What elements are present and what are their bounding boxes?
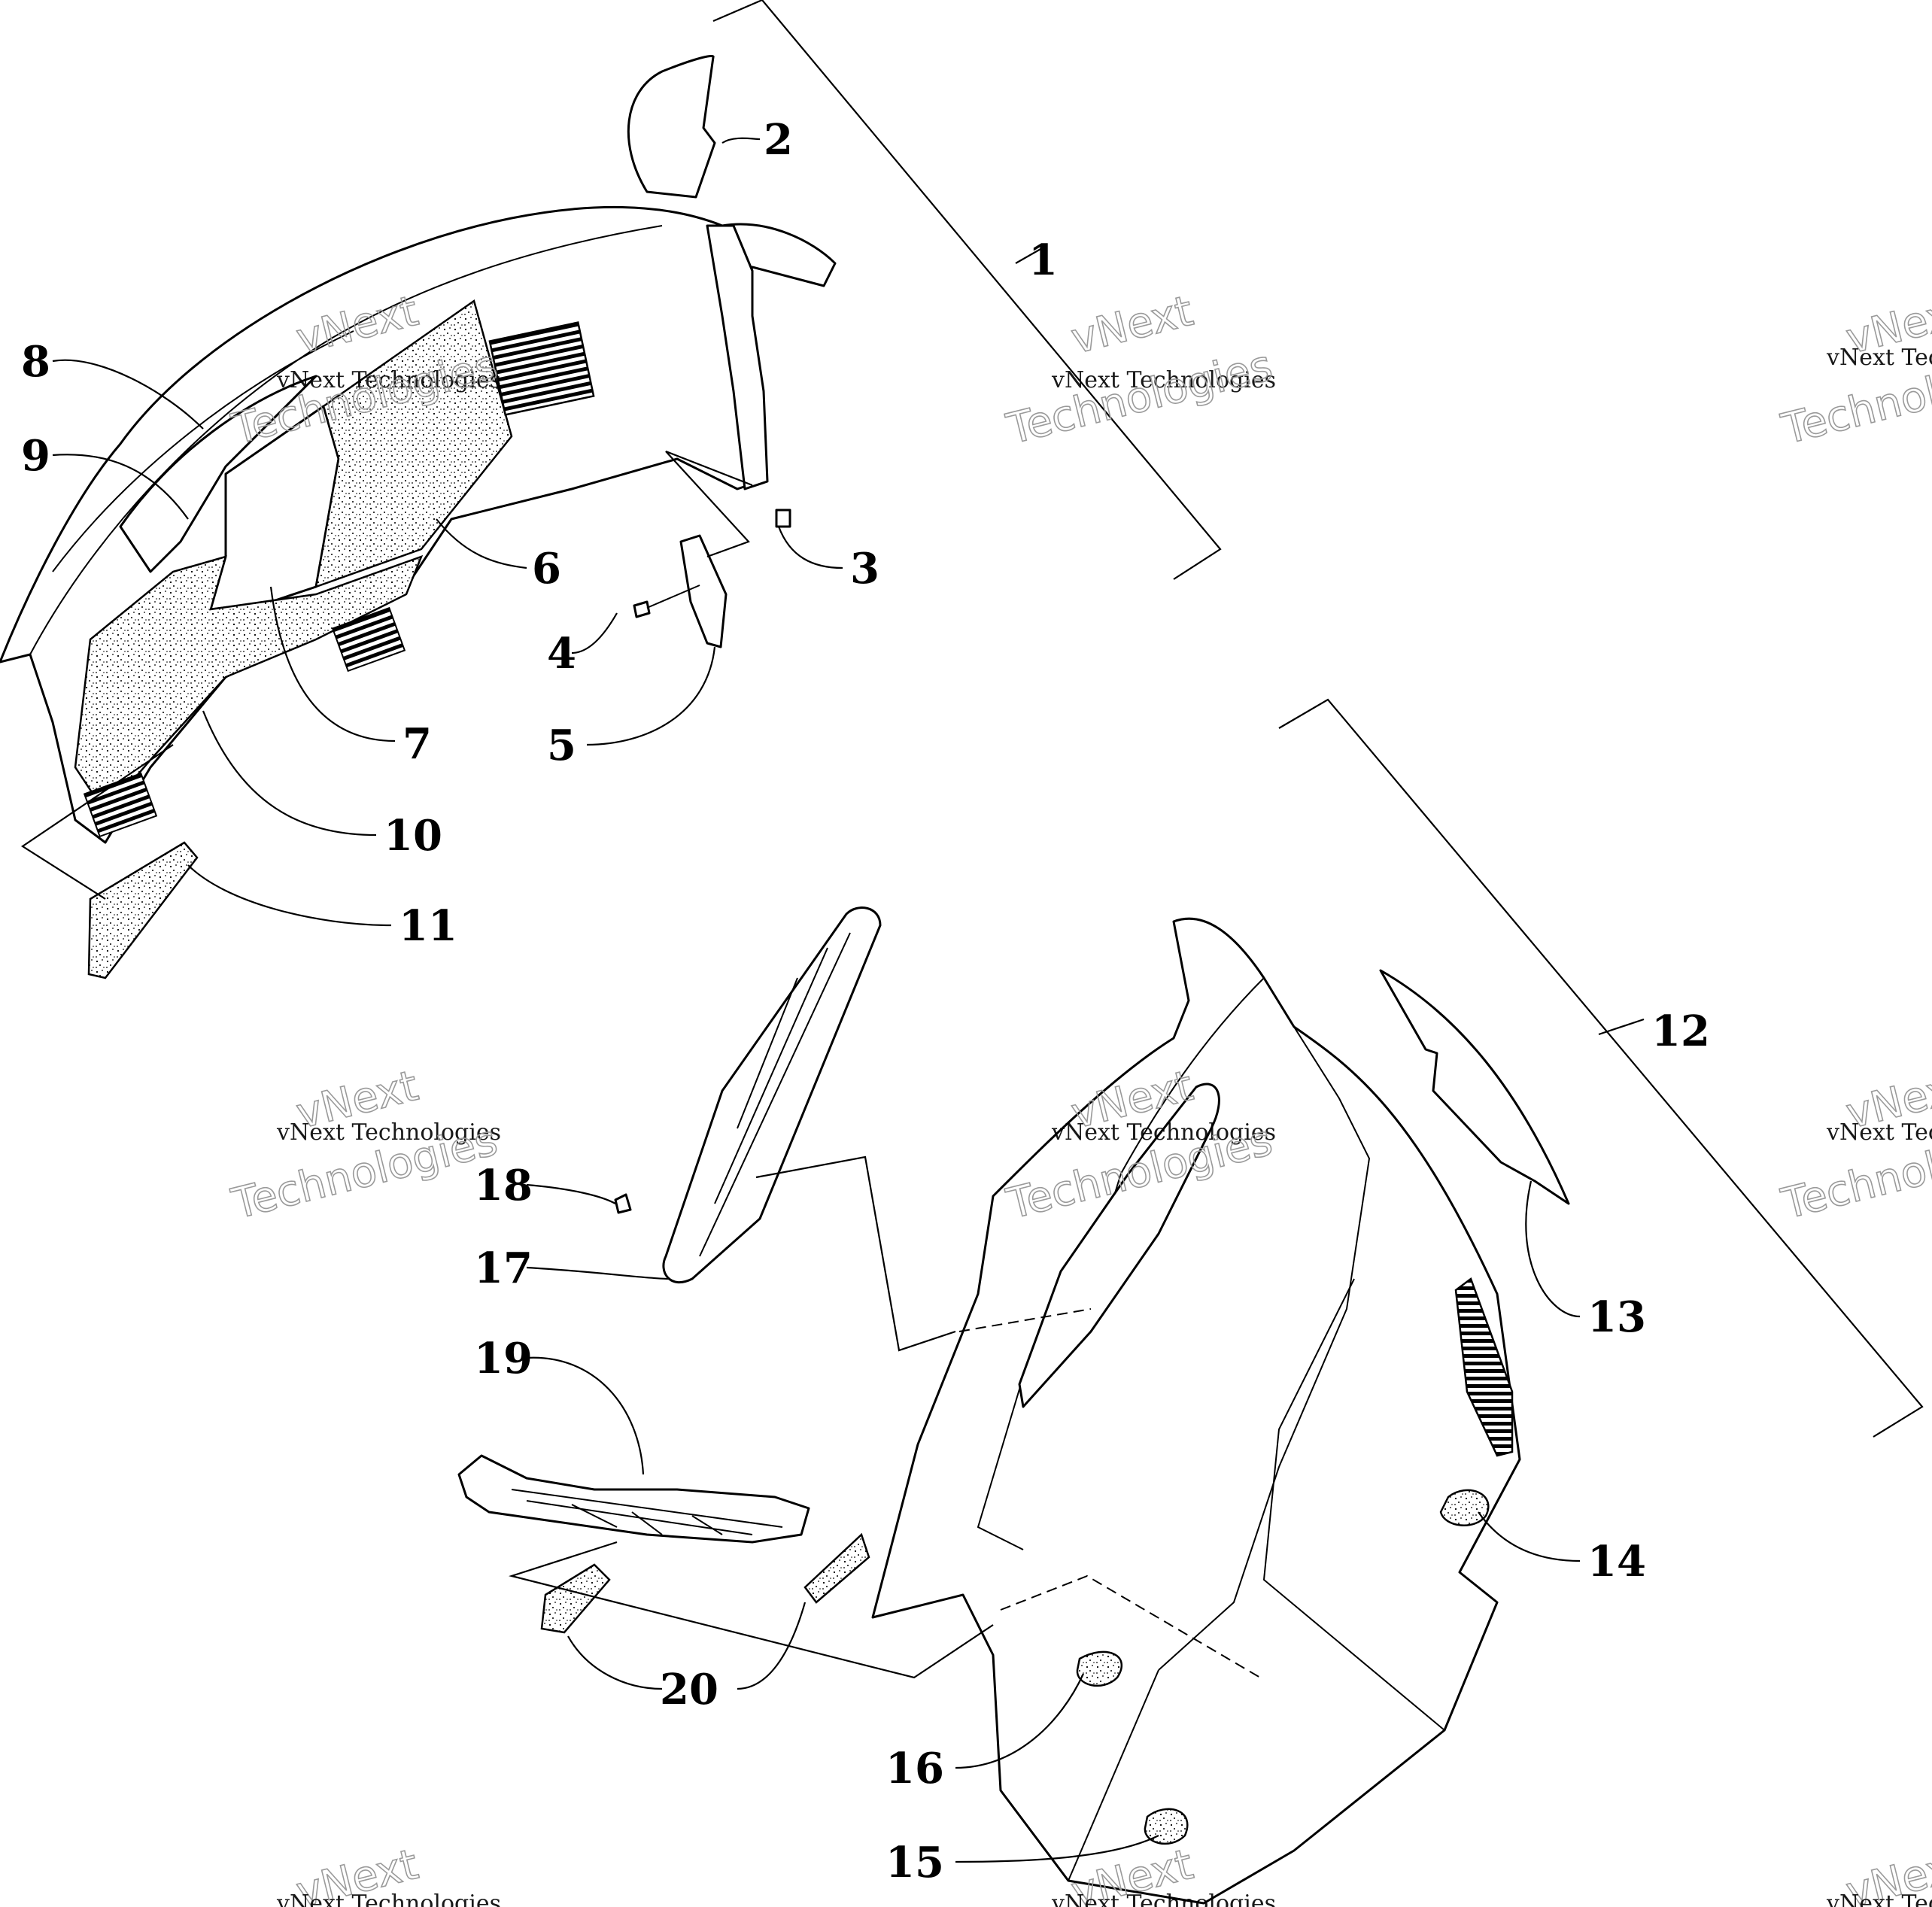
bracket-1 — [712, 0, 1222, 580]
callout-16: 16 — [886, 1744, 944, 1793]
clip-18-part — [614, 1193, 632, 1214]
foam-patch-15 — [1144, 1808, 1189, 1845]
callout-8: 8 — [21, 337, 50, 387]
callout-5: 5 — [547, 721, 576, 770]
windshield-part — [627, 54, 716, 199]
air-duct-part — [457, 1454, 810, 1544]
hood-upper-assembly — [0, 0, 1222, 979]
leader-lines — [52, 137, 1645, 1863]
svg-text:vNext Technologies: vNext Technologies — [276, 367, 501, 393]
callout-18: 18 — [474, 1161, 533, 1210]
callout-19: 19 — [474, 1334, 533, 1383]
air-duct-fins — [511, 1489, 783, 1535]
clip-part — [679, 534, 728, 648]
foam-panel-6 — [314, 299, 513, 588]
svg-text:vNext Technologies: vNext Technologies — [1051, 1890, 1276, 1907]
watermark-tc: vNext vNext Technologies Technologies — [1001, 286, 1277, 454]
watermark-mr: vNext vNext Technologies Technologies — [1776, 1061, 1932, 1229]
callout-14: 14 — [1587, 1537, 1646, 1587]
left-window-panel — [119, 375, 317, 573]
callout-3: 3 — [850, 544, 879, 594]
callout-20: 20 — [660, 1665, 718, 1714]
decal-part — [1379, 969, 1570, 1205]
hood-lower-assembly — [457, 698, 1924, 1905]
side-grille — [1454, 1277, 1514, 1457]
callout-11: 11 — [399, 901, 457, 951]
screw-part — [633, 600, 651, 618]
watermark-tr: vNext vNext Technologies Technologies — [1776, 286, 1932, 454]
lower-louver-left — [83, 772, 158, 838]
hood-top-rail — [29, 225, 663, 655]
foam-patch-16 — [1076, 1650, 1123, 1687]
watermark-bl: vNext vNext Technologies — [276, 1839, 501, 1907]
foam-patch-14 — [1439, 1489, 1490, 1526]
watermark-ml: vNext vNext Technologies Technologies — [226, 1061, 503, 1229]
callout-9: 9 — [21, 431, 50, 481]
svg-text:vNext Technologies: vNext Technologies — [1826, 1119, 1932, 1146]
hood-crease-2 — [977, 977, 1265, 1550]
lower-louver-right — [331, 606, 406, 673]
callout-7: 7 — [402, 719, 432, 769]
svg-text:vNext Technologies: vNext Technologies — [1826, 1890, 1932, 1907]
hood-crease-1 — [1158, 1026, 1371, 1671]
callout-17: 17 — [474, 1243, 533, 1293]
hood-outer-body — [871, 917, 1521, 1905]
svg-text:vNext Technologies: vNext Technologies — [1051, 1119, 1276, 1146]
callout-15: 15 — [886, 1838, 944, 1887]
bracket-12 — [1278, 698, 1924, 1438]
upper-grille — [488, 321, 595, 416]
svg-text:vNext: vNext — [1067, 287, 1198, 364]
svg-text:Technologies: Technologies — [1002, 341, 1277, 454]
vent-part — [662, 906, 882, 1284]
callout-labels: 1 2 3 4 5 6 7 8 9 10 11 12 13 14 15 16 1… — [21, 115, 1710, 1887]
foam-pad-11 — [87, 841, 199, 979]
foam-strip-20b — [803, 1532, 870, 1604]
callout-6: 6 — [532, 544, 561, 594]
callout-12: 12 — [1651, 1007, 1710, 1056]
callout-4: 4 — [547, 629, 576, 679]
callout-13: 13 — [1587, 1292, 1646, 1342]
foam-strip-20a — [540, 1563, 611, 1634]
fastener-part — [775, 509, 791, 528]
callout-10: 10 — [384, 811, 442, 861]
watermark-br: vNext vNext Technologies — [1826, 1839, 1932, 1907]
svg-text:vNext Technologies: vNext Technologies — [1051, 367, 1276, 393]
svg-text:vNext Technologies: vNext Technologies — [1826, 345, 1932, 371]
right-flange — [706, 224, 769, 490]
hood-scoop-opening — [1018, 1083, 1220, 1408]
callout-1: 1 — [1028, 235, 1058, 285]
callout-2: 2 — [764, 115, 793, 165]
svg-text:vNext Technologies: vNext Technologies — [276, 1119, 501, 1146]
svg-text:vNext Technologies: vNext Technologies — [276, 1890, 501, 1907]
